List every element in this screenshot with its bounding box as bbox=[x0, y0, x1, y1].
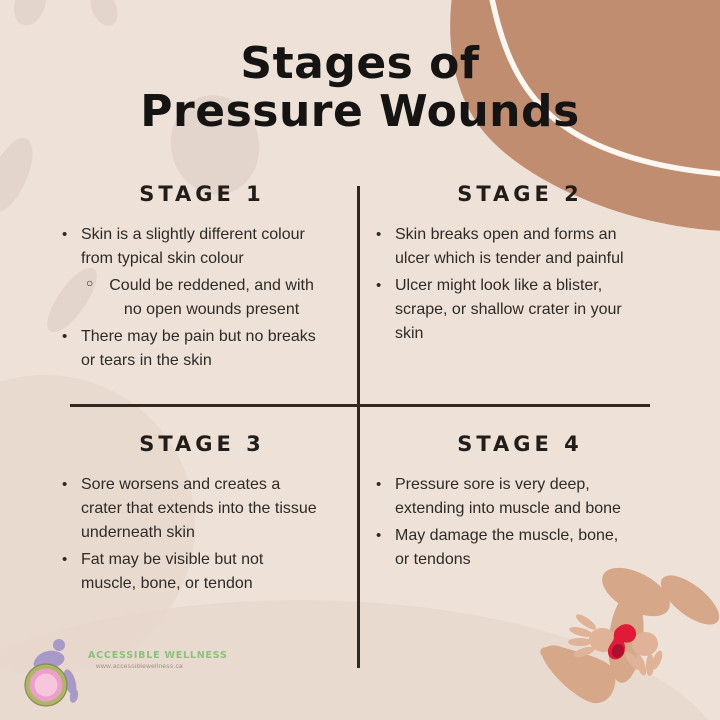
stage-4-section: STAGE 4 • Pressure sore is very deep, ex… bbox=[370, 432, 670, 575]
brand-footer: ACCESSIBLE WELLNESS www.accessiblewellne… bbox=[22, 634, 252, 714]
stage-2-section: STAGE 2 • Skin breaks open and forms an … bbox=[370, 182, 670, 349]
circle-bullet-icon: ○ bbox=[86, 276, 94, 290]
foot-wound-illustration bbox=[540, 567, 720, 704]
page-title-line1: Stages of bbox=[240, 38, 480, 89]
bullet-icon: • bbox=[376, 476, 382, 493]
bullet-icon: • bbox=[62, 551, 68, 568]
stage-2-list: • Skin breaks open and forms an ulcer wh… bbox=[370, 223, 670, 346]
logo-wheel-icon bbox=[24, 663, 68, 707]
list-item: • Skin is a slightly different colour fr… bbox=[62, 223, 348, 271]
decorative-spots bbox=[0, 0, 260, 333]
stage-2-heading: STAGE 2 bbox=[457, 182, 583, 206]
bullet-icon: • bbox=[376, 527, 382, 544]
bullet-icon: • bbox=[62, 226, 68, 243]
bullet-icon: • bbox=[62, 476, 68, 493]
divider-horizontal bbox=[70, 404, 650, 407]
brand-website: www.accessiblewellness.ca bbox=[96, 663, 183, 670]
stage-1-section: STAGE 1 • Skin is a slightly different c… bbox=[56, 182, 348, 376]
stage-4-heading: STAGE 4 bbox=[457, 432, 583, 456]
stage-3-section: STAGE 3 • Sore worsens and creates a cra… bbox=[56, 432, 348, 599]
brand-name: ACCESSIBLE WELLNESS bbox=[88, 650, 228, 661]
list-item: • May damage the muscle, bone, or tendon… bbox=[376, 524, 670, 572]
stage-1-heading: STAGE 1 bbox=[139, 182, 265, 206]
bullet-icon: • bbox=[62, 328, 68, 345]
white-curve-line bbox=[489, 0, 720, 177]
bullet-icon: • bbox=[376, 277, 382, 294]
stage-3-list: • Sore worsens and creates a crater that… bbox=[56, 473, 348, 596]
list-item: • Fat may be visible but not muscle, bon… bbox=[62, 548, 348, 596]
list-item: • Sore worsens and creates a crater that… bbox=[62, 473, 348, 545]
stage-3-heading: STAGE 3 bbox=[139, 432, 265, 456]
divider-vertical bbox=[357, 186, 360, 668]
wound-icon bbox=[607, 624, 637, 660]
decorative-blobs-bottom bbox=[0, 375, 709, 720]
stage-1-list: • Skin is a slightly different colour fr… bbox=[56, 223, 348, 373]
decorative-blob-top-right bbox=[450, 0, 720, 231]
list-item: • Skin breaks open and forms an ulcer wh… bbox=[376, 223, 670, 271]
wheelchair-athlete-logo-icon bbox=[24, 639, 79, 707]
list-item: • There may be pain but no breaks or tea… bbox=[62, 325, 348, 373]
stage-4-list: • Pressure sore is very deep, extending … bbox=[370, 473, 670, 572]
bullet-icon: • bbox=[376, 226, 382, 243]
list-item: • Ulcer might look like a blister, scrap… bbox=[376, 274, 670, 346]
page-title-line2: Pressure Wounds bbox=[140, 85, 580, 137]
list-item: • Pressure sore is very deep, extending … bbox=[376, 473, 670, 521]
list-item-sub: ○Could be reddened, and with no open wou… bbox=[86, 276, 314, 318]
